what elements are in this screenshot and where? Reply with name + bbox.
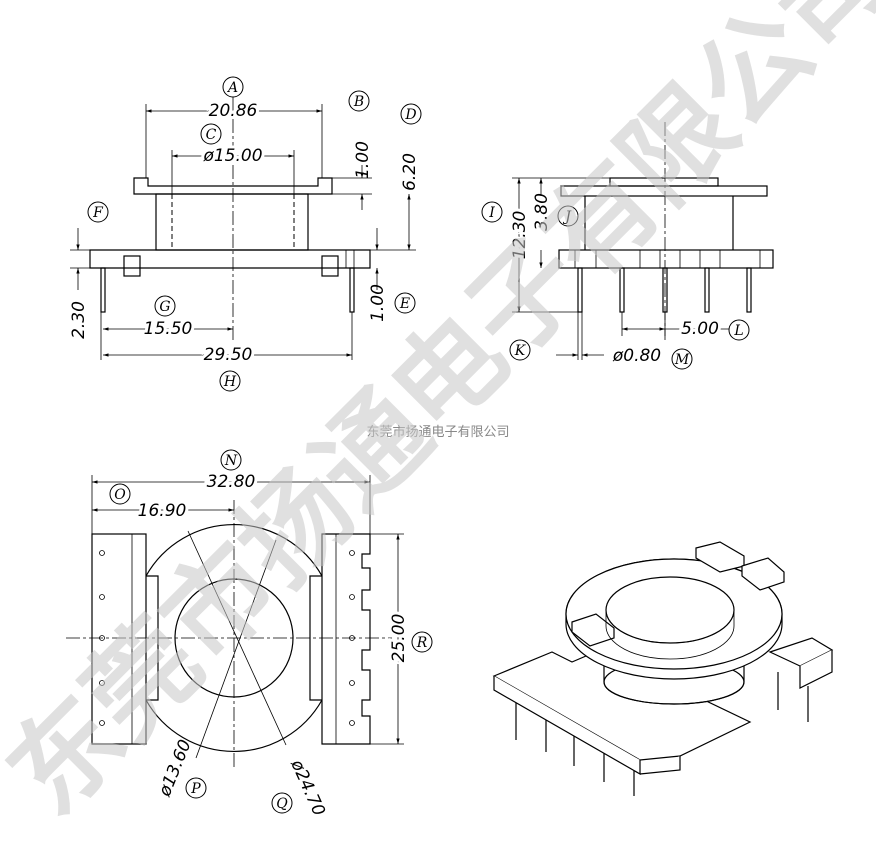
front-bobbin-body [155,193,309,251]
svg-text:E: E [399,296,410,312]
company-name: 东莞市扬通电子有限公司 [366,424,509,440]
dim-width-top: 20.86 [209,101,258,121]
label-M: M [671,348,693,370]
dim-inner-dia: ø15.00 [202,146,262,166]
label-J: J [557,205,579,227]
dim-half-width: 15.50 [144,319,193,339]
top-right-strip [321,533,371,745]
label-K: K [509,339,531,361]
svg-text:H: H [223,374,237,390]
dim-pin-depth: 3.80 [532,193,552,231]
dim-pitch: 5.00 [681,319,719,339]
dim-pin-dia: ø0.80 [612,346,661,366]
side-pin [577,267,583,313]
label-I: I [481,201,503,223]
label-D: D [400,103,422,125]
svg-text:B: B [353,94,364,110]
label-G: G [154,295,176,317]
front-pin [100,267,106,313]
front-view: 20.86 ø15.00 1.00 6.20 1.00 2.30 15.50 2… [69,76,422,392]
front-pin [349,267,355,313]
label-Q: Q [271,792,293,814]
dim-top-width: 32.80 [207,472,256,492]
svg-text:K: K [514,343,527,359]
svg-text:Q: Q [276,796,288,812]
top-left-strip [91,533,147,745]
svg-text:L: L [733,323,743,339]
label-A: A [222,76,244,98]
label-H: H [219,370,241,392]
dim-flange-thk: 1.00 [353,141,373,179]
svg-text:I: I [488,205,495,221]
label-C: C [200,123,222,145]
label-O: O [109,483,131,505]
svg-text:J: J [562,209,572,225]
side-pin [746,267,752,313]
label-E: E [394,292,416,314]
svg-text:D: D [404,107,416,123]
dim-pin-len: 2.30 [69,301,89,339]
side-pin [704,267,710,313]
label-L: L [728,319,750,341]
label-N: N [220,449,242,471]
svg-text:F: F [92,205,104,221]
dim-width-base: 29.50 [204,345,253,365]
dim-top-depth: 25.00 [389,614,409,663]
isometric-view [492,541,834,796]
svg-text:N: N [224,453,238,469]
iso-inner-hole [605,576,735,644]
side-view: 12.30 3.80 5.00 ø0.80 I J K L M [481,122,774,370]
svg-text:G: G [159,299,170,315]
dim-top-half-width: 16.90 [138,501,187,521]
label-F: F [87,201,109,223]
svg-text:M: M [674,352,690,368]
label-R: R [411,631,433,653]
svg-text:R: R [416,635,428,651]
dim-outer-dia-top: ø24.70 [286,756,329,819]
dim-side-height: 12.30 [510,211,530,260]
dim-height-total: 6.20 [400,153,420,191]
svg-text:P: P [190,781,201,797]
svg-text:A: A [226,80,238,96]
svg-text:C: C [206,127,217,143]
front-base [89,249,371,269]
svg-text:O: O [114,487,126,503]
label-P: P [185,777,207,799]
label-B: B [348,90,370,112]
dim-base-thk: 1.00 [368,284,388,322]
